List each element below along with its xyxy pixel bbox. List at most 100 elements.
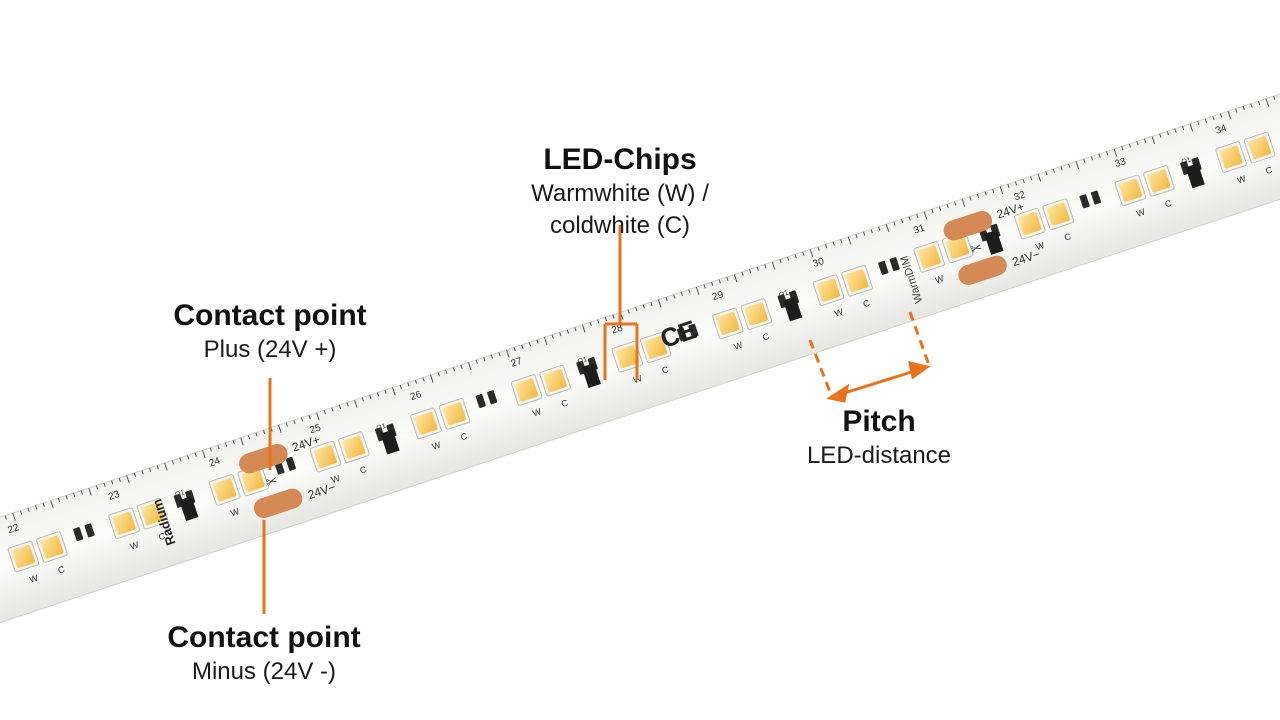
component-label: Q1 [577, 356, 588, 366]
ruler-tick [893, 221, 896, 226]
ruler-tick [809, 249, 814, 258]
ruler-tick [1113, 148, 1118, 157]
segment-number: 26 [409, 389, 423, 403]
led-chip-warm [917, 245, 941, 269]
transistor [380, 429, 400, 455]
ruler-tick [1090, 156, 1094, 161]
segment-number: 22 [6, 522, 20, 536]
ruler-tick [1235, 108, 1238, 113]
measure-scale [4, 95, 1276, 521]
ruler-tick [999, 186, 1004, 195]
led-chip-cold [141, 502, 165, 526]
ruler-tick [149, 467, 152, 472]
ruler-tick [984, 191, 987, 196]
ruler-tick [126, 475, 130, 484]
led-chips-bracket [603, 225, 639, 380]
chip-label-warm: W [833, 306, 845, 318]
ruler-tick [50, 500, 54, 509]
led-chip-cold [845, 269, 869, 293]
ruler-tick [369, 394, 372, 400]
ruler-tick [650, 301, 653, 307]
ruler-tick [787, 256, 790, 261]
ruler-tick [300, 417, 304, 422]
ruler-tick [771, 261, 776, 270]
resistor [1090, 190, 1102, 205]
ruler-tick [802, 251, 805, 256]
chip-label-warm: W [1035, 240, 1047, 252]
ruler-tick [414, 379, 418, 384]
ruler-tick [1052, 168, 1056, 173]
chip-label-warm: W [431, 439, 443, 451]
chip-label-warm: W [330, 473, 342, 485]
ruler-tick [1219, 113, 1223, 118]
ruler-tick [961, 198, 966, 207]
ruler-tick [1257, 100, 1261, 106]
ruler-tick [392, 387, 396, 396]
ruler-tick [832, 241, 835, 246]
ruler-tick [688, 289, 691, 294]
ruler-tick [194, 452, 197, 457]
chip-label-cold: C [862, 298, 872, 310]
segment-number: 29 [711, 289, 725, 303]
contact-plus-title: Contact point [173, 299, 367, 332]
callout-lines [262, 225, 932, 614]
led-chip-warm [1219, 145, 1243, 169]
ruler-tick [946, 203, 949, 209]
ruler-tick [27, 507, 30, 513]
strip-unit: 22WCQ1 [6, 522, 95, 585]
ruler-tick [118, 477, 121, 482]
chip-label-cold: C [1063, 231, 1073, 243]
ruler-tick [673, 294, 676, 299]
ruler-tick [840, 239, 843, 244]
pitch-arrowhead-right [908, 360, 931, 380]
chip-label-cold: C [359, 464, 369, 476]
segment-number: 34 [1214, 123, 1228, 137]
chip-label-cold: C [1164, 198, 1174, 210]
ruler-tick [437, 372, 440, 377]
pitch-callout: Pitch LED-distance [807, 404, 951, 472]
ruler-tick [923, 211, 928, 220]
ruler-tick [1174, 128, 1177, 133]
scissors-icon: ✂ [968, 239, 984, 258]
ruler-tick [779, 259, 782, 264]
led-chip-warm [1018, 212, 1042, 236]
ruler-tick [179, 457, 182, 462]
transistor [1185, 163, 1205, 189]
ruler-tick [1212, 116, 1215, 121]
ruler-tick [870, 229, 873, 234]
led-strip: 22WCQ123WC24WCQ125WC26WCQ127WC28WCQ129WC… [0, 88, 1280, 625]
led-chip-cold [442, 402, 466, 426]
ruler-tick [1075, 161, 1080, 170]
ruler-tick [627, 309, 630, 314]
ruler-tick [954, 201, 957, 206]
resistor [73, 527, 84, 542]
contact-pad-plus [943, 210, 993, 241]
ruler-tick [878, 226, 881, 231]
ruler-tick [1166, 131, 1170, 136]
resistor [475, 393, 486, 409]
ruler-tick [1121, 146, 1124, 151]
ruler-tick [452, 367, 456, 372]
led-chips-line1: Warmwhite (W) / [531, 180, 709, 207]
ruler-tick [908, 216, 911, 221]
ruler-tick [171, 460, 175, 465]
contact-minus-title: Contact point [167, 621, 361, 654]
led-chip-warm [313, 445, 337, 469]
resistor [487, 390, 498, 405]
ruler-tick [589, 322, 592, 327]
contact-pad-minus [958, 255, 1007, 286]
ruler-tick [1197, 121, 1200, 126]
pitch-subtitle: LED-distance [806, 442, 952, 469]
ruler-tick [376, 392, 380, 397]
ruler-tick [976, 193, 980, 199]
ruler-tick [794, 254, 797, 259]
ruler-tick [711, 281, 714, 286]
contact-plus-subtitle: Plus (24V +) [203, 336, 337, 363]
ruler-tick [42, 502, 45, 508]
led-chip-cold [1046, 202, 1070, 226]
chip-label-warm: W [733, 340, 745, 352]
ruler-tick [95, 485, 99, 490]
